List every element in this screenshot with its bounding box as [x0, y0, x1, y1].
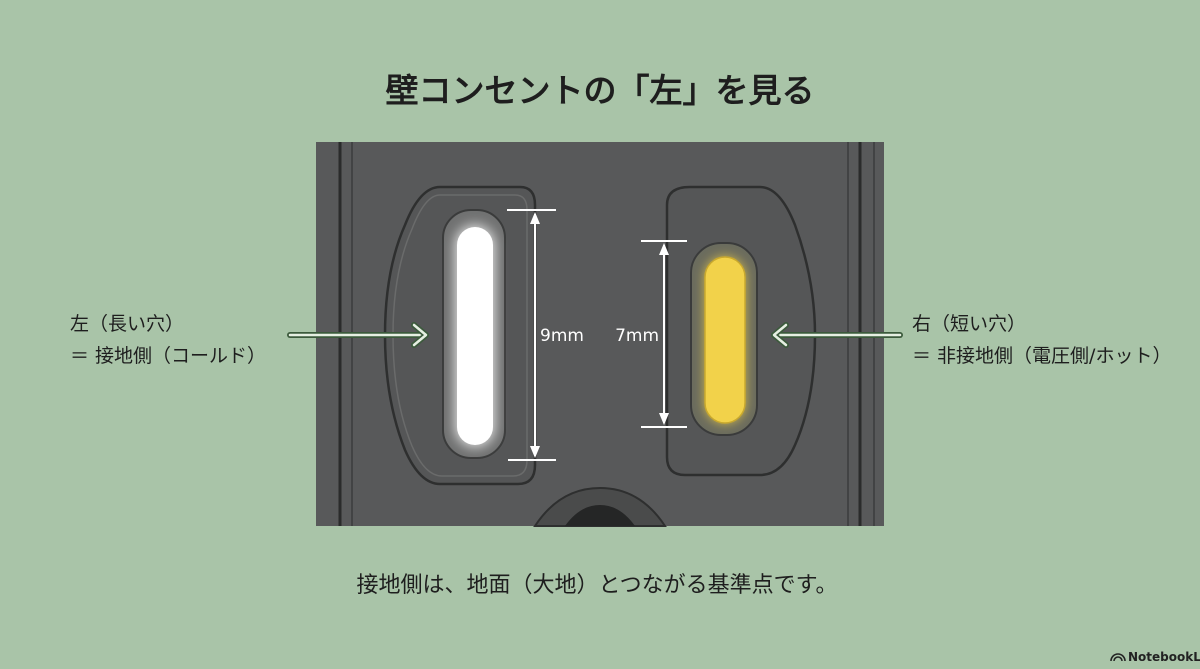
left-dimension-label: 9mm: [540, 326, 584, 346]
right-dimension: [641, 240, 687, 428]
left-dimension: [507, 209, 556, 461]
ground-hole: [533, 486, 667, 527]
right-dimension-label: 7mm: [615, 326, 659, 346]
left-label-line2: ＝ 接地側（コールド）: [70, 345, 266, 367]
notebooklm-logo: NotebookLM: [1110, 650, 1200, 664]
cold-slot: [457, 227, 493, 445]
left-label-line1: 左（長い穴）: [70, 313, 184, 335]
left-arrow: [287, 322, 429, 348]
notebooklm-icon: [1110, 653, 1126, 662]
hot-slot: [704, 256, 746, 424]
slide-title: 壁コンセントの「左」を見る: [386, 71, 815, 110]
caption: 接地側は、地面（大地）とつながる基準点です。: [357, 573, 838, 598]
right-slot: [665, 185, 817, 477]
right-label-line1: 右（短い穴）: [912, 313, 1026, 335]
left-slot: [383, 185, 537, 486]
brand-label: NotebookLM: [1128, 650, 1200, 664]
right-label-line2: ＝ 非接地側（電圧側/ホット）: [912, 345, 1171, 367]
right-arrow: [771, 322, 903, 348]
